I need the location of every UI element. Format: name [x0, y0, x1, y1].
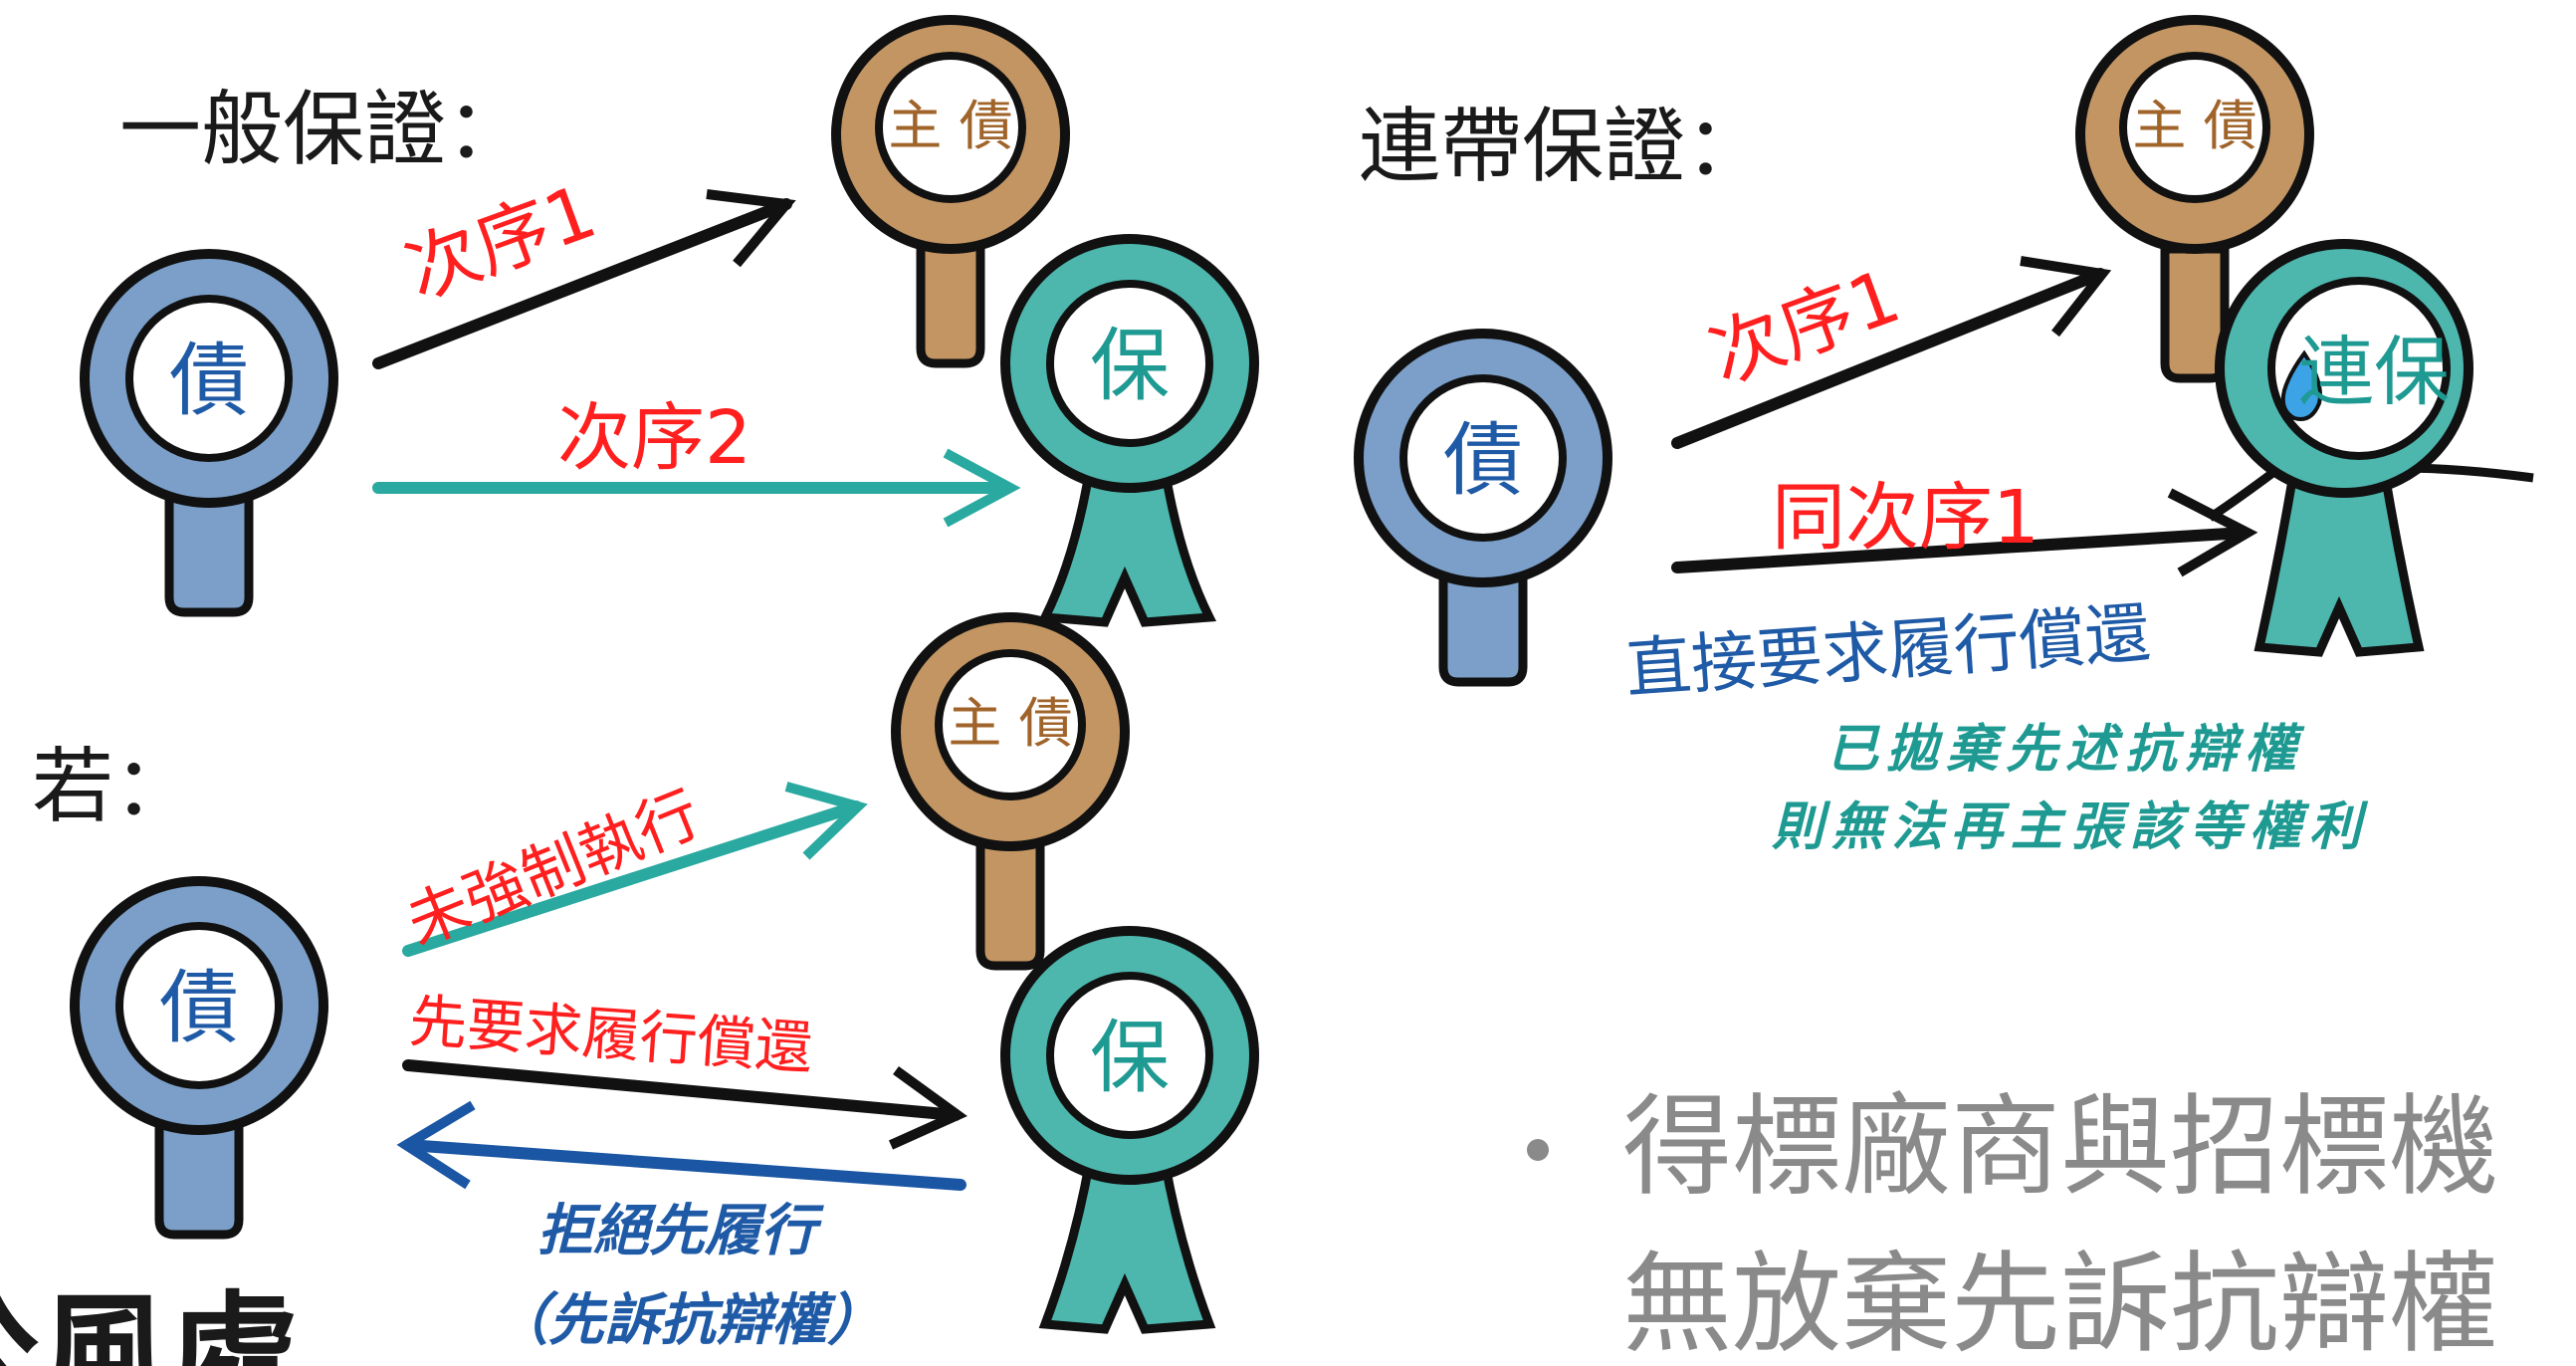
arrow-refuse-head — [396, 1100, 476, 1190]
waiver-note-line2: 則無法再主張該等權利 — [1771, 797, 2369, 857]
joint-guarantee-title: 連帶保證： — [1359, 100, 1767, 194]
creditor-label-if: 債 — [159, 962, 239, 1054]
arrow-order1-joint-head — [2020, 256, 2112, 338]
principal-label-general: 主 債 — [888, 95, 1012, 157]
refuse-line1: 拒絕先履行 — [537, 1198, 824, 1263]
bullet-line1: 得標廠商與招標機 — [1622, 1083, 2498, 1211]
arrow-order1-joint — [1671, 268, 2106, 449]
guarantor-figure-if: 保 — [1000, 926, 1259, 1334]
creditor-label-joint: 債 — [1443, 414, 1523, 507]
arrow-no-enforcement — [402, 800, 862, 957]
principal-debtor-figure-general: 主 債 — [831, 15, 1070, 368]
creditor-label-general: 債 — [169, 335, 249, 427]
direct-demand-label: 直接要求履行償還 — [1623, 594, 2153, 708]
joint-guarantor-figure: 連保 — [2207, 239, 2534, 657]
if-case-title: 若： — [32, 740, 195, 834]
principal-debtor-figure-joint: 主 債 — [2075, 15, 2314, 383]
joint-guarantor-label: 連保 — [2298, 328, 2450, 416]
guarantor-label-general: 保 — [1090, 320, 1170, 412]
arrow-demand-first-head — [888, 1065, 967, 1150]
bullet-dot — [1527, 1139, 1549, 1161]
creditor-figure-general: 債 — [80, 249, 338, 617]
arrow-demand-first — [402, 1059, 962, 1121]
order1-label-joint: 次序1 — [1699, 253, 1911, 400]
arrow-same-order1 — [1671, 527, 2251, 573]
sweat-drop-icon — [2280, 349, 2322, 421]
general-guarantee-title: 一般保證： — [119, 83, 528, 177]
order1-label-general: 次序1 — [395, 168, 607, 316]
same-order1-label: 同次序1 — [1772, 475, 2039, 561]
guarantor-label-if: 保 — [1090, 1012, 1170, 1104]
creditor-figure-joint: 債 — [1354, 329, 1612, 687]
creditor-figure-if: 債 — [70, 876, 328, 1240]
arrow-order2-general-head — [943, 448, 1021, 528]
arrow-no-enforcement-head — [784, 782, 868, 860]
refuse-line2: （先訴抗辯權） — [493, 1287, 883, 1353]
waiver-note-line1: 已拋棄先述抗辯權 — [1826, 719, 2305, 780]
principal-label-joint: 主 債 — [2132, 95, 2256, 157]
arrow-refuse — [402, 1139, 966, 1191]
bullet-line2: 無放棄先訴抗辯權 — [1622, 1241, 2498, 1366]
arrow-order1-general — [372, 198, 792, 369]
order2-label-general: 次序2 — [557, 395, 751, 481]
principal-label-if: 主 債 — [948, 692, 1072, 755]
guarantor-figure-general: 保 — [1000, 234, 1259, 627]
principal-debtor-figure-if: 主 債 — [891, 612, 1130, 971]
arrow-order1-general-head — [706, 189, 796, 268]
arrow-same-order1-head — [2167, 488, 2258, 577]
corner-text: 公風處 — [0, 1277, 299, 1366]
